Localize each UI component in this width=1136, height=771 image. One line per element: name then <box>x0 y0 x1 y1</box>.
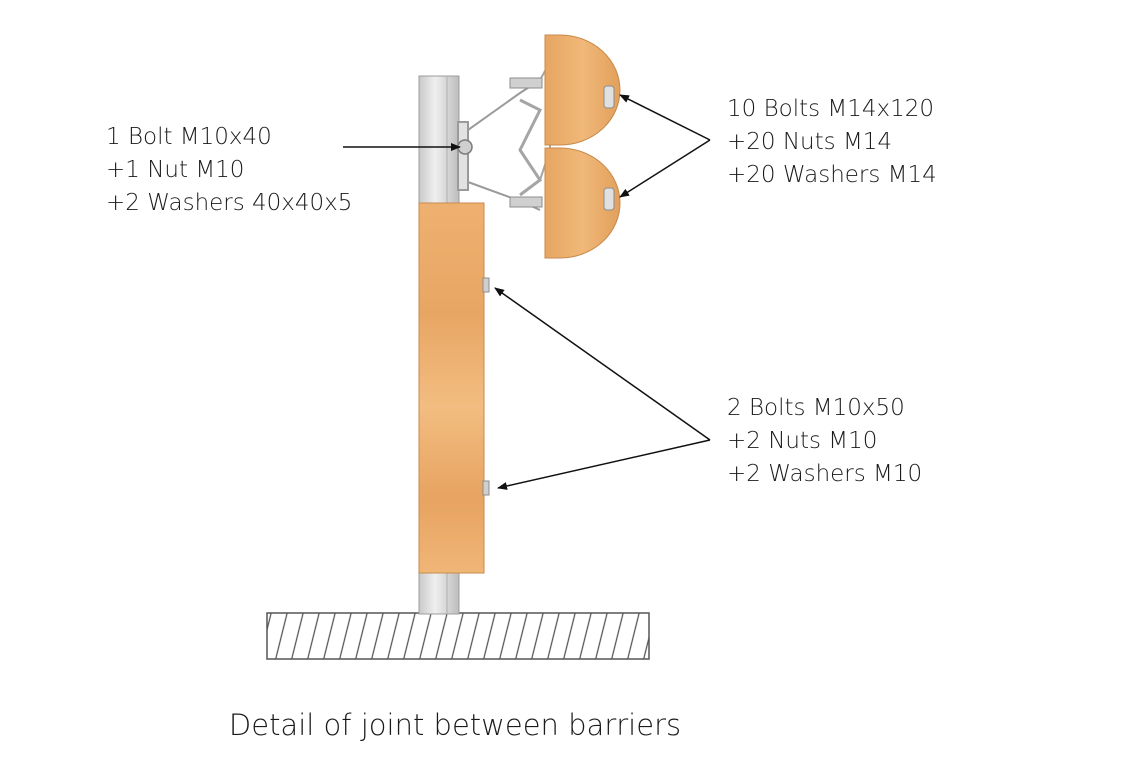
bolt-m10-nut <box>457 139 473 155</box>
diagram-caption: Detail of joint between barriers <box>228 708 682 742</box>
wood-lower-beam <box>544 147 621 259</box>
ground-hatch <box>266 612 650 660</box>
label-board-bolts: 2 Bolts M10x50 +2 Nuts M10 +2 Washers M1… <box>727 392 922 491</box>
bolt-head-lower <box>482 480 490 496</box>
arrow-m10x50-upper <box>494 287 711 441</box>
label-beam-bolts: 10 Bolts M14x120 +20 Nuts M14 +20 Washer… <box>727 93 937 192</box>
label-beam-bolts-line1: 10 Bolts M14x120 <box>727 96 935 122</box>
label-beam-bolts-line2: +20 Nuts M14 <box>727 129 893 155</box>
wood-lower-board <box>418 202 485 574</box>
label-post-bolt: 1 Bolt M10x40 +1 Nut M10 +2 Washers 40x4… <box>106 121 352 220</box>
label-board-bolts-line3: +2 Washers M10 <box>727 461 923 487</box>
bolt-m14-lower <box>509 187 615 211</box>
bolt-head-upper <box>482 277 490 293</box>
label-beam-bolts-line3: +20 Washers M14 <box>727 162 937 188</box>
arrow-m14-upper <box>619 94 711 141</box>
arrow-m14-lower <box>619 139 711 198</box>
label-post-bolt-line1: 1 Bolt M10x40 <box>106 124 272 150</box>
label-post-bolt-line3: +2 Washers 40x40x5 <box>106 190 353 216</box>
label-board-bolts-line1: 2 Bolts M10x50 <box>727 395 905 421</box>
bolt-m14-upper <box>509 77 615 109</box>
wood-upper-beam <box>544 34 621 146</box>
label-post-bolt-line2: +1 Nut M10 <box>106 157 245 183</box>
arrow-m10x50-lower <box>497 439 711 490</box>
label-board-bolts-line2: +2 Nuts M10 <box>727 428 878 454</box>
